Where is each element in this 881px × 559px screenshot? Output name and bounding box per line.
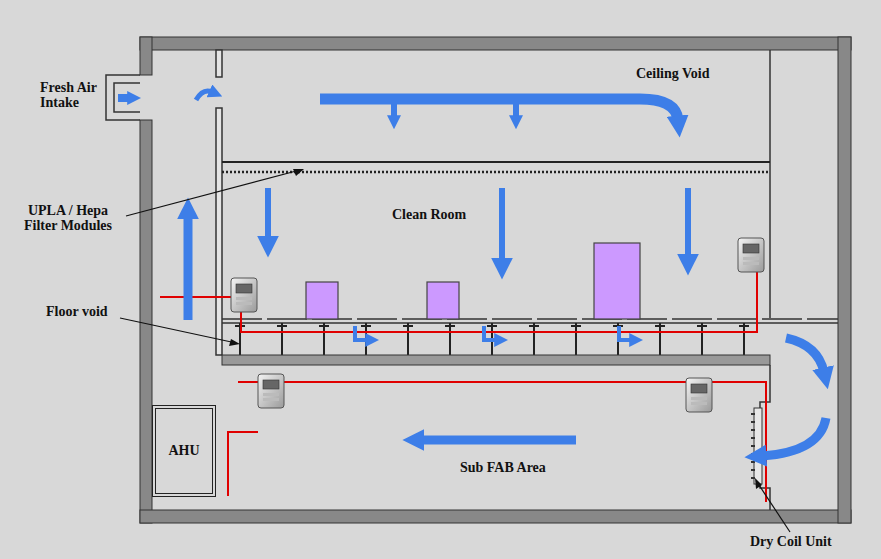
intake-duct: [106, 75, 140, 120]
ceiling-line: [222, 161, 770, 163]
region-label: Fresh Air Intake: [40, 80, 120, 111]
process-tool: [306, 243, 640, 319]
region-label: Clean Room: [392, 207, 512, 222]
raised-floor: [222, 319, 838, 323]
unit-label: AHU: [168, 443, 199, 459]
gas-detector: [738, 238, 764, 272]
gas-detector: [258, 374, 284, 408]
region-label: Floor void: [46, 304, 136, 319]
leader-line: [120, 170, 790, 532]
region-label: Ceiling Void: [636, 66, 756, 81]
region-label: Sub FAB Area: [460, 460, 580, 475]
building-wall: [140, 37, 851, 523]
dry-coil-unit: [751, 408, 762, 484]
floor-slab: [222, 355, 770, 365]
airflow-arrow: [118, 91, 826, 456]
filter-modules: [222, 171, 770, 174]
shaft-wall: [216, 50, 222, 355]
region-label: Dry Coil Unit: [750, 534, 860, 549]
shaft-wall: [769, 50, 771, 318]
gas-detector: [686, 378, 712, 412]
gas-detector: [231, 278, 257, 312]
region-label: UPLA / Hepa Filter Modules: [14, 203, 122, 234]
floor-pedestal: [235, 323, 749, 355]
air-handling-unit: AHU: [152, 405, 216, 497]
leader-head: [229, 169, 762, 489]
gas-line: [160, 272, 766, 502]
